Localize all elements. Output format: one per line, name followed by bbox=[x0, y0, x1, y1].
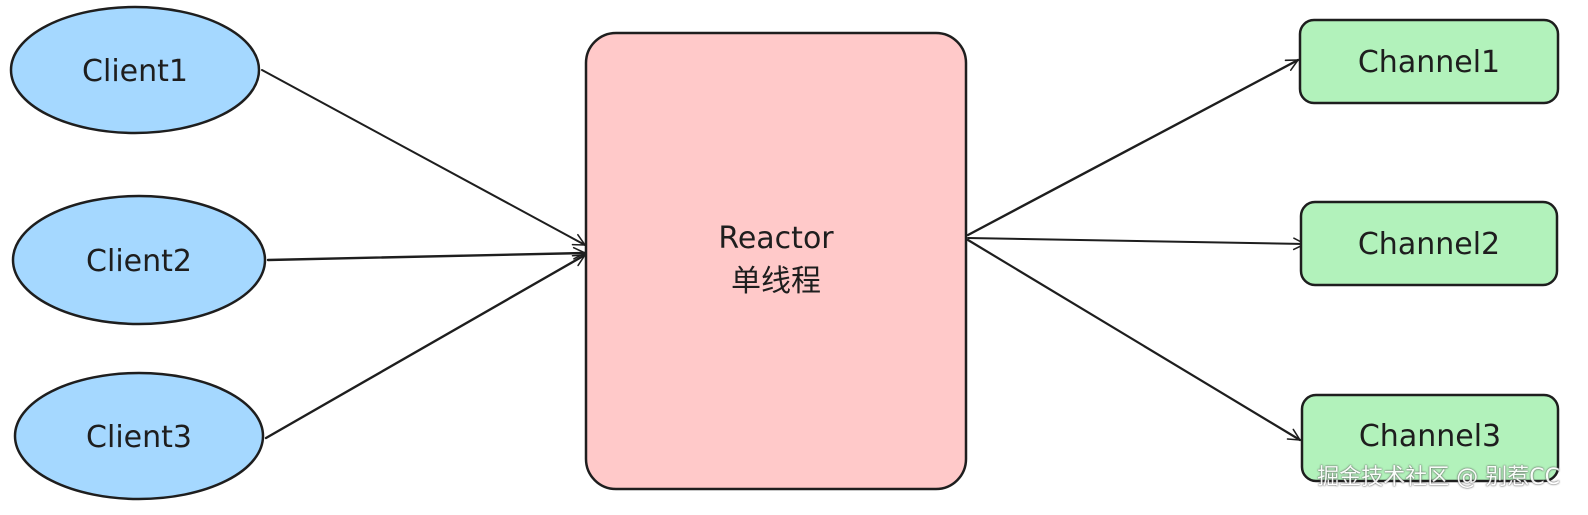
client-node-3[interactable]: Client3 bbox=[13, 371, 265, 501]
client-label-2: Client2 bbox=[86, 244, 192, 279]
channel-node-1[interactable]: Channel1 bbox=[1298, 18, 1560, 105]
reactor-label-line2: 单线程 bbox=[731, 264, 821, 299]
client-shape-3 bbox=[13, 371, 265, 501]
arrow-reactor-to-channel3 bbox=[966, 238, 1302, 442]
channel-arrows bbox=[966, 58, 1306, 442]
client-label-1: Client1 bbox=[82, 54, 188, 89]
client-arrows bbox=[261, 69, 587, 440]
arrow-reactor-to-channel2 bbox=[967, 237, 1306, 251]
arrow-reactor-to-channel1 bbox=[966, 58, 1300, 237]
channel-label-1: Channel1 bbox=[1358, 45, 1500, 80]
channel-node-2[interactable]: Channel2 bbox=[1299, 200, 1559, 287]
client-shape-1 bbox=[9, 5, 261, 135]
channel-label-2: Channel2 bbox=[1358, 227, 1500, 262]
channel-shape-1 bbox=[1298, 18, 1560, 105]
reactor-label-line1: Reactor bbox=[718, 221, 834, 256]
reactor-shape bbox=[584, 31, 968, 491]
arrow-client1-to-reactor bbox=[261, 69, 586, 246]
channel-shape-2 bbox=[1299, 200, 1559, 287]
reactor-node[interactable]: Reactor 单线程 bbox=[584, 31, 968, 491]
channel-label-3: Channel3 bbox=[1359, 419, 1501, 454]
arrow-client3-to-reactor bbox=[264, 253, 587, 440]
client-node-2[interactable]: Client2 bbox=[11, 194, 267, 326]
client-label-3: Client3 bbox=[86, 420, 192, 455]
client-shape-2 bbox=[11, 194, 267, 326]
watermark-text: 掘金技术社区 @ 别惹CC bbox=[1317, 465, 1560, 490]
client-node-1[interactable]: Client1 bbox=[9, 5, 261, 135]
channel-node-3[interactable]: Channel3 bbox=[1300, 393, 1560, 483]
channel-shape-3 bbox=[1300, 393, 1560, 483]
arrow-client2-to-reactor bbox=[266, 246, 587, 262]
